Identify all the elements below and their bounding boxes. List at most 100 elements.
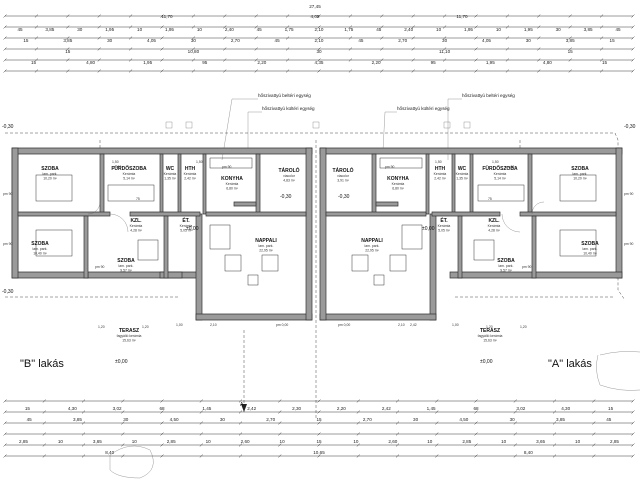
dim-top-row2-16: 10 <box>496 27 502 32</box>
svg-text:1,20: 1,20 <box>98 325 105 329</box>
furniture <box>35 140 597 420</box>
svg-text:pm 0,00: pm 0,00 <box>276 323 288 327</box>
room-area-4: 6,80 m² <box>226 187 238 191</box>
dim-top-row2-14: 10 <box>436 27 442 32</box>
dim-top-row4-4: 15 <box>568 49 574 54</box>
dim-bot-row3-12: 2,85 <box>462 439 471 444</box>
dim-bot-row1-12: 4,30 <box>561 406 570 411</box>
dim-bot-row3-0: 2,85 <box>19 439 28 444</box>
room-name-19: ÉT. <box>440 216 448 224</box>
room-area-22: 15,63 m² <box>122 339 136 343</box>
room-area-16: 5,05 m² <box>180 229 192 233</box>
dim-bot-row3-4: 2,85 <box>167 439 176 444</box>
room-name-23: TERASZ <box>480 328 500 334</box>
svg-text:pm 90: pm 90 <box>222 165 232 169</box>
room-floor-14: lam. park. <box>33 247 48 251</box>
dim-top1-b: 4,05 <box>311 14 320 19</box>
dim-bot-row1-13: 15 <box>608 406 614 411</box>
dim-bot-row1-4: 1,45 <box>202 406 211 411</box>
dim-bot-row1-9: 1,45 <box>427 406 436 411</box>
room-floor-10: Kerámia <box>494 172 507 176</box>
room-area-9: 1,35 m² <box>456 177 468 181</box>
room-area-23: 15,63 m² <box>483 339 497 343</box>
note-indoor-right: hőszivattyú beltéri egység <box>462 93 515 98</box>
dim-top-row3-0: 15 <box>23 38 29 43</box>
unit-label-b: "B" lakás <box>20 358 64 370</box>
dim-top-row3-1: 3,85 <box>63 38 72 43</box>
room-floor-16: Kerámia <box>180 224 193 228</box>
room-name-2: WC <box>166 166 175 172</box>
room-area-18: 22,95 m² <box>365 249 379 253</box>
dim-top-row5-10: 15 <box>602 60 608 65</box>
dim-top-row3-8: 45 <box>358 38 364 43</box>
dim-top-row3-10: 30 <box>442 38 448 43</box>
dim-top-row5-0: 15 <box>31 60 37 65</box>
dim-bot-row2-1: 3,85 <box>73 417 82 422</box>
svg-text:pm 90: pm 90 <box>385 165 395 169</box>
dim-top-row3-6: 45 <box>275 38 281 43</box>
dim-bot-row4-0: 8,40 <box>105 450 114 455</box>
room-name-21: SZOBA <box>581 241 599 247</box>
room-name-22: TERASZ <box>119 328 139 334</box>
room-floor-20: lam. park. <box>499 264 514 268</box>
room-name-17: NAPPALI <box>255 238 277 244</box>
dim-bot-row4-1: 10,65 <box>313 450 325 455</box>
dim-top-row2-9: 1,75 <box>285 27 294 32</box>
room-area-10: 5,14 m² <box>494 177 506 181</box>
room-name-7: KONYHA <box>387 176 409 182</box>
dim-bot-row2-0: 45 <box>27 417 33 422</box>
dim-top-row2-18: 30 <box>556 27 562 32</box>
level-mid-left: -0,30 <box>280 194 292 200</box>
room-area-0: 10,20 m² <box>43 177 57 181</box>
dim-bot-row3-15: 10 <box>575 439 581 444</box>
dim-bot-row3-13: 10 <box>501 439 507 444</box>
dim-bot-row2-5: 2,70 <box>266 417 275 422</box>
dim-top-row2-19: 3,85 <box>584 27 593 32</box>
dim-top-row2-1: 3,85 <box>45 27 54 32</box>
level-terrace-right: ±0,00 <box>480 359 493 365</box>
room-floor-13: Kerámia <box>488 224 501 228</box>
dim-top-row2-11: 1,75 <box>344 27 353 32</box>
dim-top-row2-6: 10 <box>197 27 203 32</box>
room-name-14: SZOBA <box>31 241 49 247</box>
dim-top-row3-2: 30 <box>107 38 113 43</box>
room-name-20: SZOBA <box>497 258 515 264</box>
dim-top-row3-12: 30 <box>526 38 532 43</box>
room-area-15: 9,57 m² <box>120 269 132 273</box>
svg-text:pm 90: pm 90 <box>3 192 13 196</box>
note-outdoor-left: hőszivattyú kültéri egység <box>262 106 315 111</box>
dim-top-row2-2: 30 <box>77 27 83 32</box>
dim-top-row2-15: 1,95 <box>464 27 473 32</box>
room-floor-21: lam. park. <box>583 247 598 251</box>
room-floor-12: Kerámia <box>130 224 143 228</box>
room-area-1: 5,14 m² <box>123 177 135 181</box>
dim-bot-row4-2: 8,40 <box>524 450 533 455</box>
room-area-7: 6,80 m² <box>392 187 404 191</box>
room-area-11: 10,20 m² <box>573 177 587 181</box>
level-left-b: ±0,00 <box>186 226 199 232</box>
svg-text:1,50: 1,50 <box>196 160 203 164</box>
room-name-4: KONYHA <box>221 176 243 182</box>
dim-top-row3-14: 15 <box>610 38 616 43</box>
dim-top1-c: 11,70 <box>456 14 468 19</box>
level-labels: -0,30 -0,30 -0,30 -0,30 ±0,00 ±0,00 -0,3… <box>2 124 636 408</box>
room-name-6: TÁROLÓ <box>332 166 353 174</box>
dim-top-row5-3: 95 <box>202 60 208 65</box>
dim-bot-row2-3: 4,50 <box>170 417 179 422</box>
svg-text:1,00: 1,00 <box>452 323 459 327</box>
svg-text:pm 90: pm 90 <box>95 265 105 269</box>
room-floor-17: lam. park. <box>259 244 274 248</box>
dim-top-row4-2: 30 <box>316 49 322 54</box>
svg-text:pm 90: pm 90 <box>112 165 122 169</box>
room-name-11: SZOBA <box>571 166 589 172</box>
dim-top-row5-5: 4,35 <box>315 60 324 65</box>
car-outline-icon <box>596 351 640 391</box>
room-area-2: 1,35 m² <box>164 177 176 181</box>
svg-text:2,10: 2,10 <box>398 323 405 327</box>
dim-bot-row1-3: 68 <box>159 406 165 411</box>
svg-text:1,50: 1,50 <box>435 160 442 164</box>
dim-bot-row3-11: 10 <box>427 439 433 444</box>
room-area-3: 2,42 m² <box>184 177 196 181</box>
